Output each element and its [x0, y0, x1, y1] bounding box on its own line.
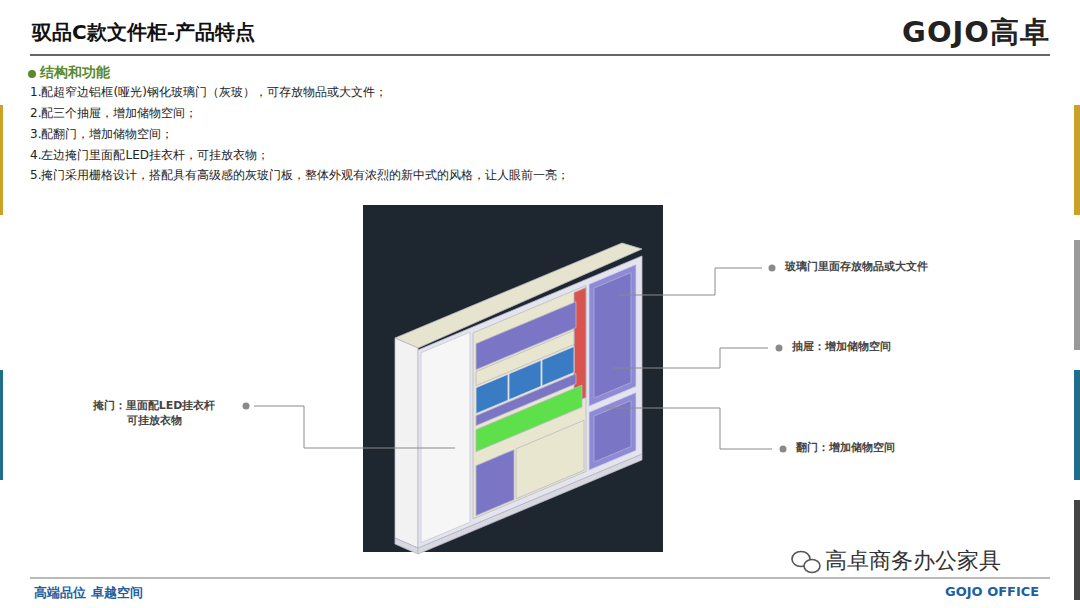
cabinet-part: [594, 273, 631, 399]
brand-logo: GOJO高卓: [902, 14, 1050, 50]
cabinet-part: [594, 401, 631, 463]
leader-dots: [243, 265, 787, 453]
edge-strips: [0, 105, 1080, 600]
feature-item: 1.配超窄边铝框(哑光)钢化玻璃门（灰玻），可存放物品或大文件；: [30, 85, 387, 100]
wechat-icon: [792, 552, 820, 573]
footer-brand: GOJO OFFICE: [945, 584, 1039, 600]
callout-label: 抽屉：增加储物空间: [792, 340, 891, 354]
feature-item: 3.配翻门，增加储物空间；: [30, 127, 173, 142]
feature-item: 2.配三个抽屉，增加储物空间；: [30, 106, 197, 121]
cabinet-part: [589, 392, 636, 470]
cabinet-part: [589, 264, 636, 406]
header-rule: [30, 54, 1050, 56]
section-heading: 结构和功能: [40, 64, 110, 82]
cabinet-part: [395, 338, 418, 548]
footer-rule: [30, 578, 1050, 579]
feature-item: 5.掩门采用栅格设计，搭配具有高级感的灰玻门板，整体外观有浓烈的新中式的风格，让…: [30, 168, 569, 183]
footer-slogan: 高端品位 卓越空间: [34, 585, 143, 601]
cabinet-part: [421, 332, 470, 543]
cabinet-part: [473, 285, 586, 518]
cabinet-part: [395, 538, 418, 554]
watermark: 高卓商务办公家具: [825, 547, 1001, 575]
callout-label: 玻璃门里面存放物品或大文件: [785, 260, 928, 274]
cabinet-illustration: [395, 243, 642, 554]
leader-lines: [254, 268, 772, 449]
cabinet-part: [418, 256, 642, 548]
callout-label: 掩门：里面配LED挂衣杆 可挂放衣物: [68, 399, 240, 429]
slide-title: 驭品C款文件柜-产品特点: [32, 20, 255, 45]
feature-item: 4.左边掩门里面配LED挂衣杆，可挂放衣物；: [30, 148, 269, 163]
illustration-panel: [363, 205, 663, 552]
cabinet-part: [516, 420, 584, 499]
bullet-dot: [28, 70, 36, 78]
callout-label: 翻门：增加储物空间: [796, 441, 895, 455]
cabinet-part: [476, 450, 514, 516]
